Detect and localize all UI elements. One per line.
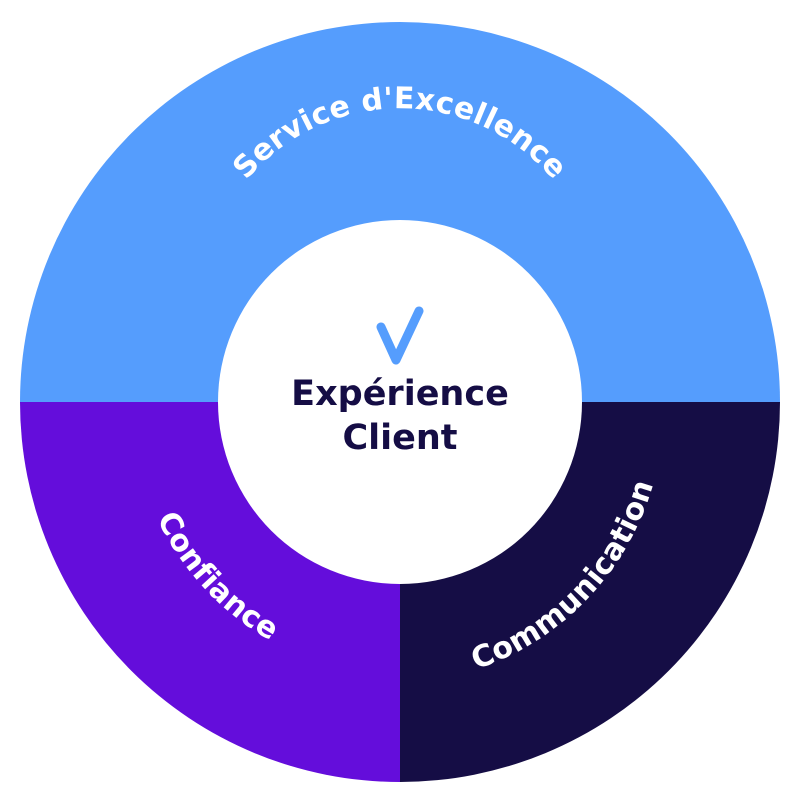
- segment-service-excellence: [20, 22, 780, 402]
- center-title: Expérience Client: [220, 372, 580, 460]
- checkmark-icon: [376, 306, 424, 365]
- center-title-line2: Client: [342, 418, 458, 458]
- center-circle: [218, 220, 582, 584]
- center-title-line1: Expérience: [291, 374, 509, 414]
